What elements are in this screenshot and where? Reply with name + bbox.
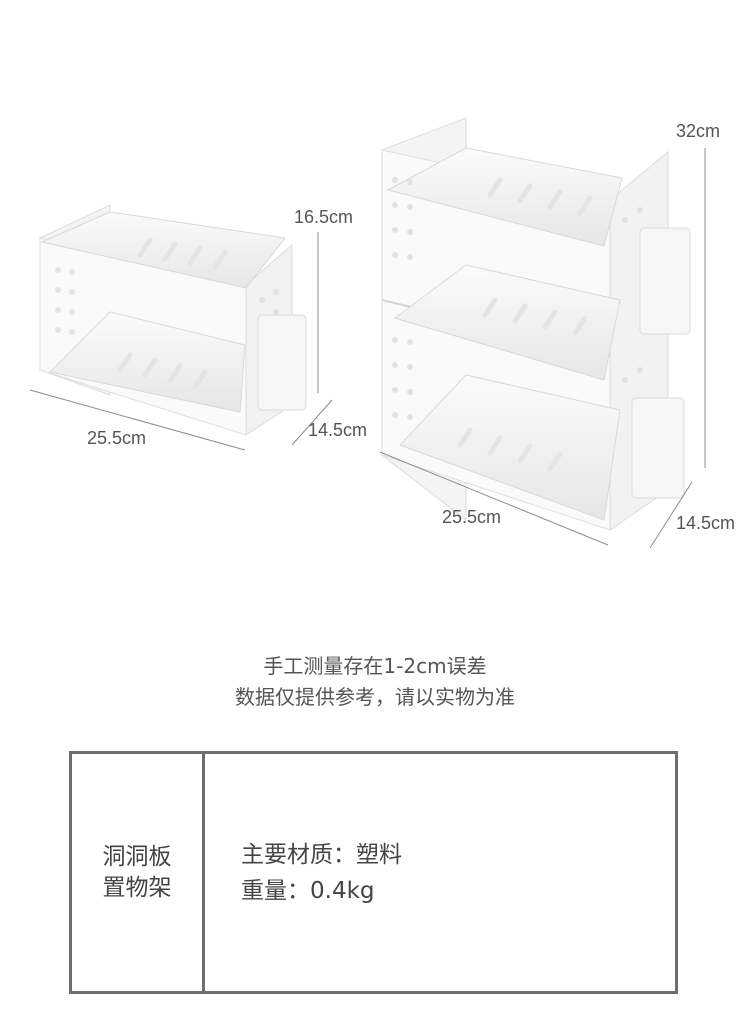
- measurement-note-line2: 数据仅提供参考，请以实物为准: [235, 685, 515, 709]
- material-text: 主要材质：塑料: [241, 841, 402, 868]
- product-name-line1: 洞洞板: [102, 843, 172, 870]
- small-shelf-illustration: [39, 204, 307, 436]
- product-name-line2: 置物架: [102, 874, 172, 901]
- product-name-cell: 洞洞板 置物架: [72, 754, 205, 991]
- small-height-label: 16.5cm: [294, 207, 354, 227]
- large-depth-label: 14.5cm: [676, 513, 736, 533]
- spec-table: 洞洞板 置物架 主要材质：塑料 重量：0.4kg: [69, 751, 678, 994]
- dimension-lines: [29, 148, 706, 549]
- spec-details-cell: 主要材质：塑料 重量：0.4kg: [205, 754, 675, 991]
- large-shelf-illustration: [381, 117, 691, 531]
- product-photo: [29, 117, 706, 549]
- measurement-note-line1: 手工测量存在1-2cm误差: [263, 654, 487, 678]
- weight-text: 重量：0.4kg: [241, 877, 375, 904]
- large-width-label: 25.5cm: [442, 507, 502, 527]
- large-height-label: 32cm: [676, 121, 721, 141]
- small-width-label: 25.5cm: [87, 428, 147, 448]
- small-depth-label: 14.5cm: [308, 420, 368, 440]
